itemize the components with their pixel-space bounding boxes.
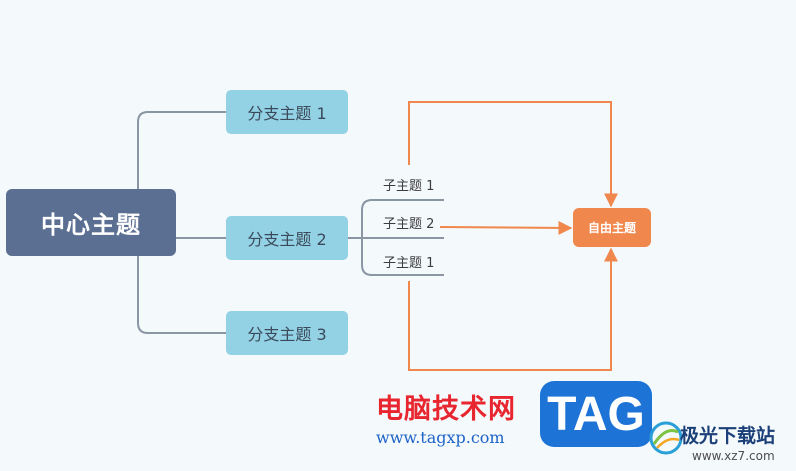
watermark-tag-logo: TAG — [540, 381, 652, 447]
subtopic-2[interactable]: 子主题 2 — [383, 216, 435, 232]
branch-connector-3 — [137, 256, 226, 334]
watermark-partner-name: 极光下载站 — [680, 425, 776, 447]
branch-connector-1 — [137, 111, 226, 189]
relationship-line-bottom — [408, 247, 618, 371]
watermark-site-name: 电脑技术网 — [376, 394, 516, 425]
subtopic-1[interactable]: 子主题 1 — [383, 178, 435, 194]
central-topic[interactable]: 中心主题 — [6, 189, 176, 256]
subtopic-3[interactable]: 子主题 1 — [383, 255, 435, 271]
free-topic[interactable]: 自由主题 — [573, 208, 651, 247]
relationship-line-top — [408, 101, 618, 208]
watermark-partner-url: www.xz7.com — [692, 449, 775, 463]
relationship-line-middle — [439, 220, 573, 235]
branch-topic-1[interactable]: 分支主题 1 — [226, 90, 348, 134]
branch-topic-3[interactable]: 分支主题 3 — [226, 311, 348, 355]
branch-topic-2[interactable]: 分支主题 2 — [226, 216, 348, 260]
watermark-site-url: www.tagxp.com — [376, 428, 505, 447]
aurora-logo-icon — [649, 421, 683, 455]
